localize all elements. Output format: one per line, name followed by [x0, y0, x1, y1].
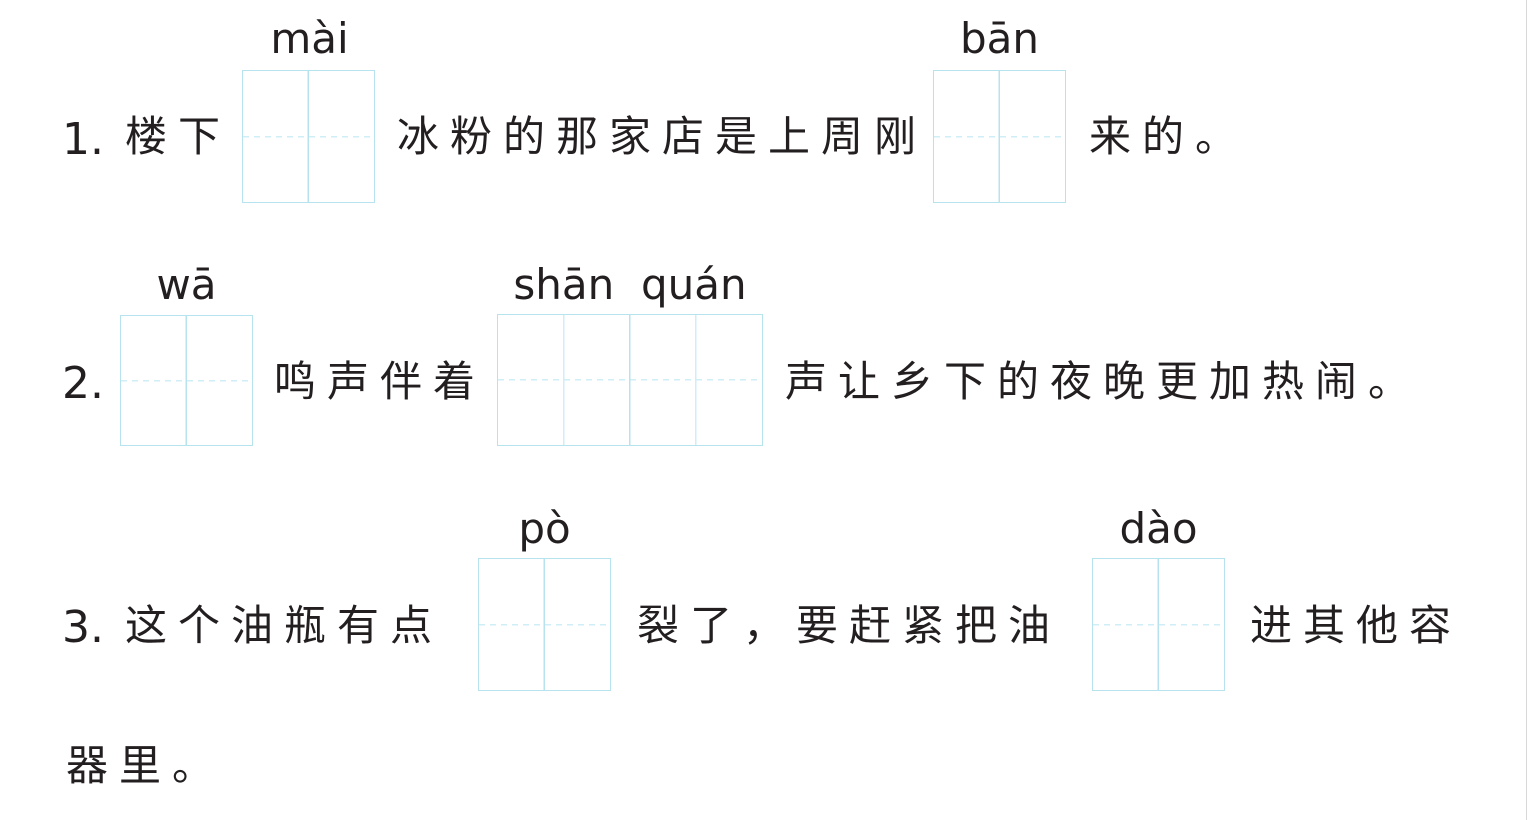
question-number: 1.: [62, 114, 104, 165]
pinyin-hint: mài: [270, 14, 349, 63]
sentence-text: 这个油瓶有点: [125, 601, 444, 650]
sentence-text: 器里。: [66, 741, 226, 790]
answer-grid[interactable]: [242, 70, 375, 203]
sentence-text: 声让乡下的夜晚更加热闹。: [785, 357, 1422, 406]
page-edge: [1526, 0, 1533, 820]
sentence-text: 冰粉的那家店是上周刚: [397, 112, 928, 161]
sentence-text: 进其他容: [1250, 601, 1463, 650]
pinyin-hint: pò: [518, 504, 571, 553]
question-number: 3.: [62, 602, 104, 653]
pinyin-hint: bān: [959, 14, 1040, 63]
answer-grid[interactable]: [933, 70, 1066, 203]
pinyin-hint: wā: [156, 260, 217, 309]
sentence-text: 来的。: [1089, 112, 1249, 161]
pinyin-hint: shān quán: [513, 260, 747, 309]
pinyin-hint: dào: [1119, 504, 1198, 553]
answer-grid[interactable]: [478, 558, 611, 691]
sentence-text: 裂了，要赶紧把油: [637, 601, 1062, 650]
question-number: 2.: [62, 358, 104, 409]
sentence-text: 楼下: [125, 112, 232, 161]
answer-grid[interactable]: [1092, 558, 1225, 691]
sentence-text: 鸣声伴着: [274, 357, 487, 406]
answer-grid[interactable]: [120, 315, 253, 446]
answer-grid-double[interactable]: [497, 314, 763, 446]
